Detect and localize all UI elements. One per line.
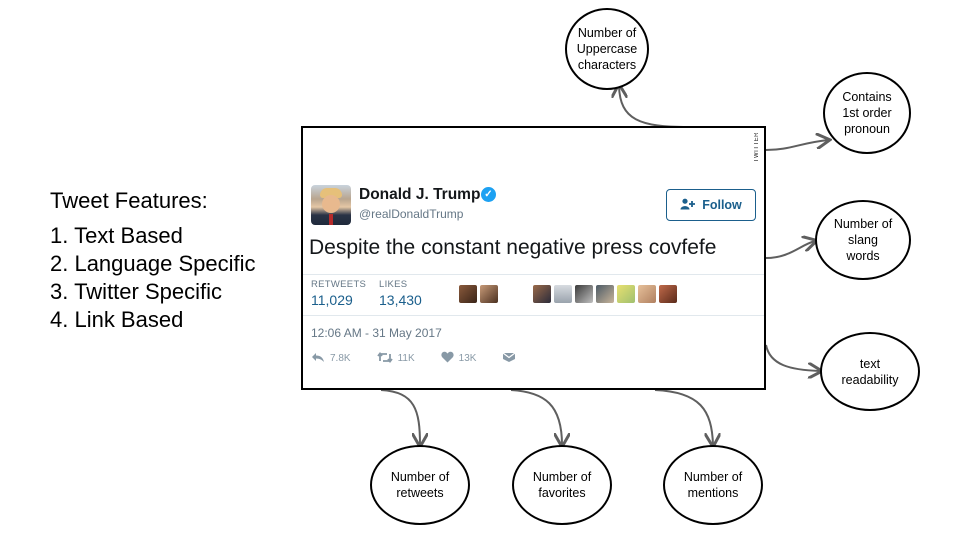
reply-button[interactable]: 7.8K [311,350,351,366]
arrow-to-retweets [380,389,420,445]
liker-avatars [533,285,677,303]
follow-label: Follow [702,198,742,212]
tweet-features-list: Tweet Features: 1. Text Based 2. Languag… [50,186,256,334]
node-label: Number of mentions [683,470,743,500]
likes-stat[interactable]: LIKES 13,430 [379,279,422,308]
liker-avatar[interactable] [575,285,593,303]
liker-avatar[interactable] [638,285,656,303]
tweet-actions: 7.8K 11K 13K [311,350,542,366]
twitter-side-label: TWITTER [754,132,760,163]
likes-value: 13,430 [379,292,422,308]
node-label: Number of favorites [532,470,592,500]
retweets-label: RETWEETS [311,279,367,290]
node-label: text readability [841,356,899,387]
liker-avatars [459,285,498,303]
arrow-to-pronoun [765,140,828,151]
account-name[interactable]: Donald J. Trump [359,186,481,203]
liker-avatar[interactable] [596,285,614,303]
tweet-text: Despite the constant negative press covf… [309,236,717,259]
add-user-icon [680,198,696,213]
retweet-count: 11K [397,352,415,364]
node-favorites: Number of favorites [512,445,612,525]
arrow-to-uppercase [619,86,689,128]
feature-item: 4. Link Based [50,307,184,332]
feature-item: 2. Language Specific [50,251,256,276]
liker-avatar[interactable] [533,285,551,303]
retweet-icon [376,350,393,366]
node-text-readability: text readability [820,332,920,411]
tweet-stats: RETWEETS 11,029 LIKES 13,430 [303,274,764,316]
retweets-value: 11,029 [311,292,353,308]
feature-item: 1. Text Based [50,223,183,248]
follow-button[interactable]: Follow [666,189,756,221]
likes-label: LIKES [379,279,408,290]
retweet-button[interactable]: 11K [376,350,415,366]
tweet-card: TWITTER Donald J. Trump ✓ @realDonaldTru… [301,126,766,390]
node-first-order-pronoun: Contains 1st order pronoun [823,72,911,154]
heart-icon [441,350,454,366]
account-handle[interactable]: @realDonaldTrump [359,207,464,221]
arrow-to-slang [765,241,815,259]
node-uppercase-characters: Number of Uppercase characters [565,8,649,90]
like-button[interactable]: 13K [441,350,477,366]
node-label: Number of retweets [390,470,450,500]
liker-avatar[interactable] [617,285,635,303]
features-heading: Tweet Features: [50,188,208,213]
tweet-timestamp[interactable]: 12:06 AM - 31 May 2017 [311,326,442,340]
liker-avatar[interactable] [480,285,498,303]
arrow-to-mentions [654,389,713,445]
envelope-icon [502,350,516,366]
node-label: Contains 1st order pronoun [842,90,892,136]
retweets-stat[interactable]: RETWEETS 11,029 [311,279,366,308]
reply-icon [311,350,325,366]
liker-avatar[interactable] [659,285,677,303]
message-button[interactable] [502,350,516,366]
node-retweets: Number of retweets [370,445,470,525]
node-slang-words: Number of slang words [815,200,911,280]
verified-badge-icon: ✓ [481,187,496,202]
node-mentions: Number of mentions [663,445,763,525]
liker-avatar[interactable] [554,285,572,303]
arrow-to-readability [765,344,820,371]
arrow-to-favorites [510,389,562,445]
like-count: 13K [458,352,477,364]
feature-item: 3. Twitter Specific [50,279,222,304]
node-label: Number of slang words [833,217,893,263]
liker-avatar[interactable] [459,285,477,303]
avatar[interactable] [311,185,351,225]
node-label: Number of Uppercase characters [576,26,638,72]
reply-count: 7.8K [330,352,351,364]
